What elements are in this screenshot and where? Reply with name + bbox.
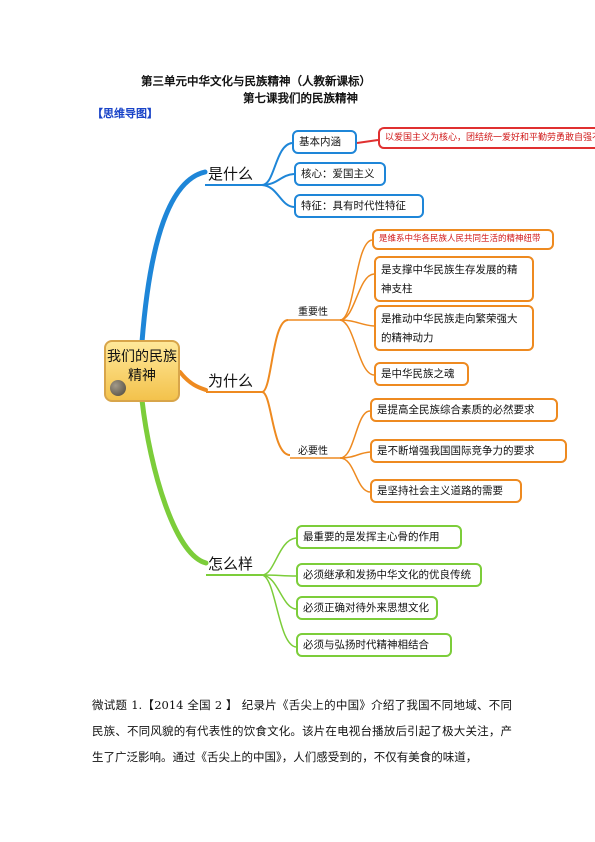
connector-imp-2	[339, 273, 375, 321]
what-item-detail: 以爱国主义为核心，团结统一爱好和平勤劳勇敢自强不息	[378, 127, 595, 150]
page-title: 第三单元中华文化与民族精神（人教新课标）	[141, 74, 371, 88]
connector-imp-1	[339, 239, 373, 321]
importance-item-2: 是支撑中华民族生存发展的精神支柱	[374, 256, 534, 302]
connector-nec-1	[339, 410, 371, 459]
connector-imp-4	[339, 319, 375, 376]
page-subtitle: 第七课我们的民族精神	[243, 91, 358, 105]
importance-item-1: 是维系中华各民族人民共同生活的精神纽带	[372, 229, 554, 251]
necessity-item-3: 是坚持社会主义道路的需要	[370, 479, 522, 504]
section-tag: 【思维导图】	[92, 107, 158, 120]
connector-nec-2	[339, 451, 371, 459]
center-node-label: 我们的民族精神	[107, 349, 177, 384]
connector-how-1	[261, 537, 297, 576]
decoration-ball	[110, 380, 126, 396]
connector-why-importance	[261, 319, 289, 393]
exercise-text: 微试题 1.【2014 全国 2 】 纪录片《舌尖上的中国》介绍了我国不同地域、…	[92, 698, 512, 764]
branch-why: 为什么	[208, 372, 254, 390]
connector-how-2	[261, 574, 297, 577]
connector-how	[139, 397, 209, 566]
necessity-item-2: 是不断增强我国国际竞争力的要求	[370, 439, 567, 464]
connector-why	[178, 370, 208, 392]
what-item-core: 核心：爱国主义	[294, 162, 386, 187]
connector-what	[139, 169, 208, 345]
connector-what-3	[261, 184, 295, 208]
importance-item-3: 是推动中华民族走向繁荣强大的精神动力	[374, 305, 534, 351]
connector-how-4	[261, 574, 297, 648]
how-item-3: 必须正确对待外来思想文化	[296, 596, 438, 621]
connector-what-1	[261, 142, 293, 186]
how-item-1: 最重要的是发挥主心骨的作用	[296, 525, 462, 550]
how-item-4: 必须与弘扬时代精神相结合	[296, 633, 452, 658]
connector-imp-3	[339, 319, 375, 327]
branch-what: 是什么	[208, 165, 254, 183]
exercise-paragraph: 微试题 1.【2014 全国 2 】 纪录片《舌尖上的中国》介绍了我国不同地域、…	[92, 692, 512, 770]
connector-how-3	[261, 574, 297, 610]
connector-why-necessity	[261, 391, 291, 456]
connector-nec-3	[339, 457, 371, 493]
what-item-feature: 特征：具有时代性特征	[294, 194, 424, 219]
why-importance-label: 重要性	[298, 307, 328, 318]
importance-item-4: 是中华民族之魂	[374, 362, 469, 387]
connector-what-detail	[356, 139, 379, 144]
branch-how: 怎么样	[208, 555, 254, 573]
center-node: 我们的民族精神	[104, 340, 180, 402]
what-item-basic: 基本内涵	[292, 130, 357, 155]
how-item-2: 必须继承和发扬中华文化的优良传统	[296, 563, 482, 588]
why-necessity-label: 必要性	[298, 446, 328, 457]
necessity-item-1: 是提高全民族综合素质的必然要求	[370, 398, 558, 423]
